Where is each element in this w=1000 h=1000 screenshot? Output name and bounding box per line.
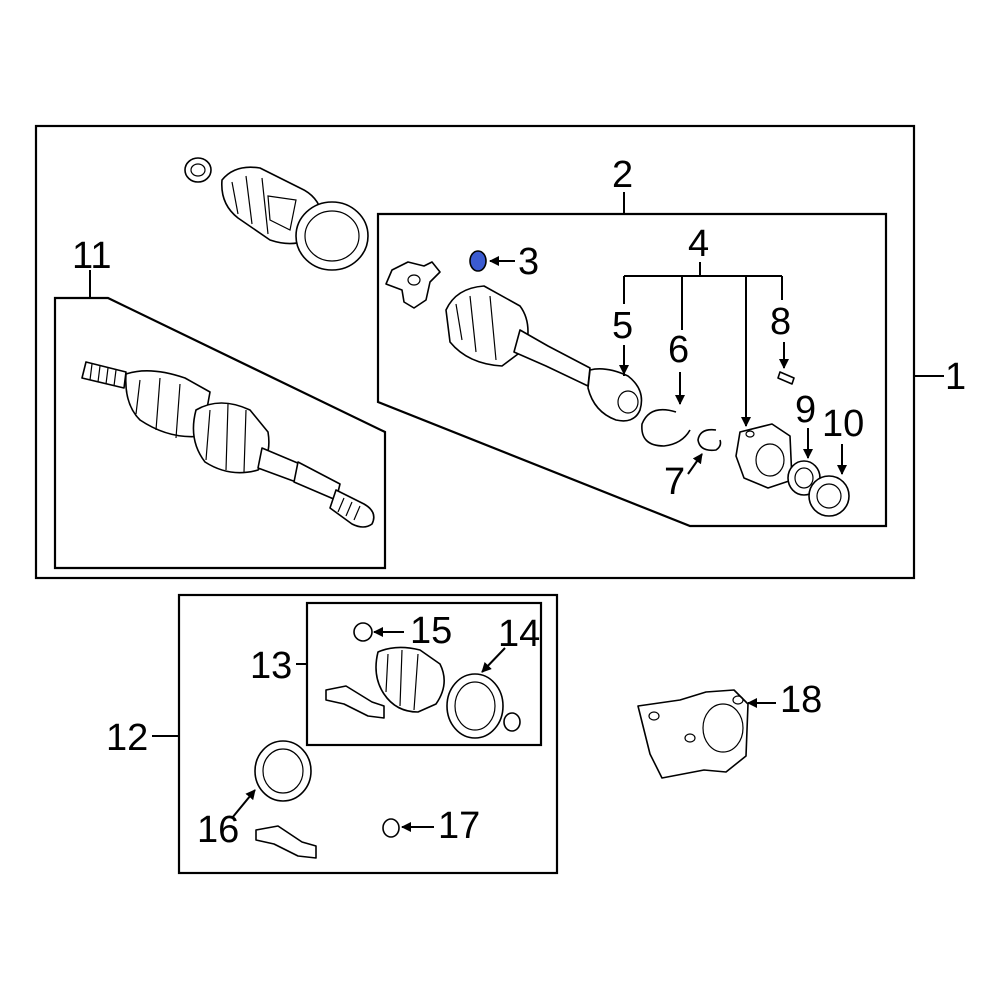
part-3-highlight[interactable]: [469, 250, 487, 272]
callout-9[interactable]: 9: [795, 389, 816, 431]
callout-15[interactable]: 15: [410, 610, 452, 652]
center-bearing-bracket[interactable]: [637, 689, 749, 779]
arrow-icon: [687, 453, 703, 475]
inner-joint-housing[interactable]: [445, 285, 643, 422]
grease-tube-16[interactable]: [255, 825, 317, 859]
callout-5[interactable]: 5: [612, 305, 633, 347]
callout-6[interactable]: 6: [668, 329, 689, 371]
callout-12[interactable]: 12: [106, 717, 148, 759]
callout-4[interactable]: 4: [688, 223, 709, 265]
drive-axle-assembly[interactable]: [81, 361, 375, 528]
callout-13[interactable]: 13: [250, 645, 292, 687]
callout-17[interactable]: 17: [438, 805, 480, 847]
assembly-box-2: [376, 212, 888, 528]
clamp-15[interactable]: [353, 622, 373, 642]
callout-7[interactable]: 7: [664, 461, 685, 503]
seal[interactable]: [808, 475, 850, 517]
callout-2[interactable]: 2: [612, 154, 633, 196]
boot-ring-16[interactable]: [254, 740, 312, 802]
assembly-box-1: [34, 124, 916, 580]
pin[interactable]: [777, 371, 795, 385]
kit-box-13: [305, 601, 543, 747]
assembly-box-11: [53, 296, 387, 570]
arrow-icon: [481, 647, 506, 673]
snap-ring[interactable]: [641, 408, 691, 447]
callout-10[interactable]: 10: [822, 403, 864, 445]
callout-11[interactable]: 11: [72, 235, 111, 277]
kit-box-12: [177, 593, 559, 875]
callout-1[interactable]: 1: [945, 356, 966, 398]
callout-3[interactable]: 3: [518, 241, 539, 283]
callout-16[interactable]: 16: [197, 809, 239, 851]
boot-ring-14[interactable]: [446, 673, 521, 739]
inner-boot[interactable]: [375, 646, 445, 713]
arrow-icon: [231, 789, 256, 819]
outer-boot-kit[interactable]: [184, 157, 369, 271]
grease-tube-13[interactable]: [325, 685, 385, 719]
callout-14[interactable]: 14: [498, 613, 540, 655]
callout-8[interactable]: 8: [770, 301, 791, 343]
clamp-17[interactable]: [382, 818, 400, 838]
bearing-bracket[interactable]: [735, 423, 793, 489]
tripod-joint[interactable]: [385, 261, 441, 309]
callout-18[interactable]: 18: [780, 679, 822, 721]
clip[interactable]: [697, 428, 722, 452]
